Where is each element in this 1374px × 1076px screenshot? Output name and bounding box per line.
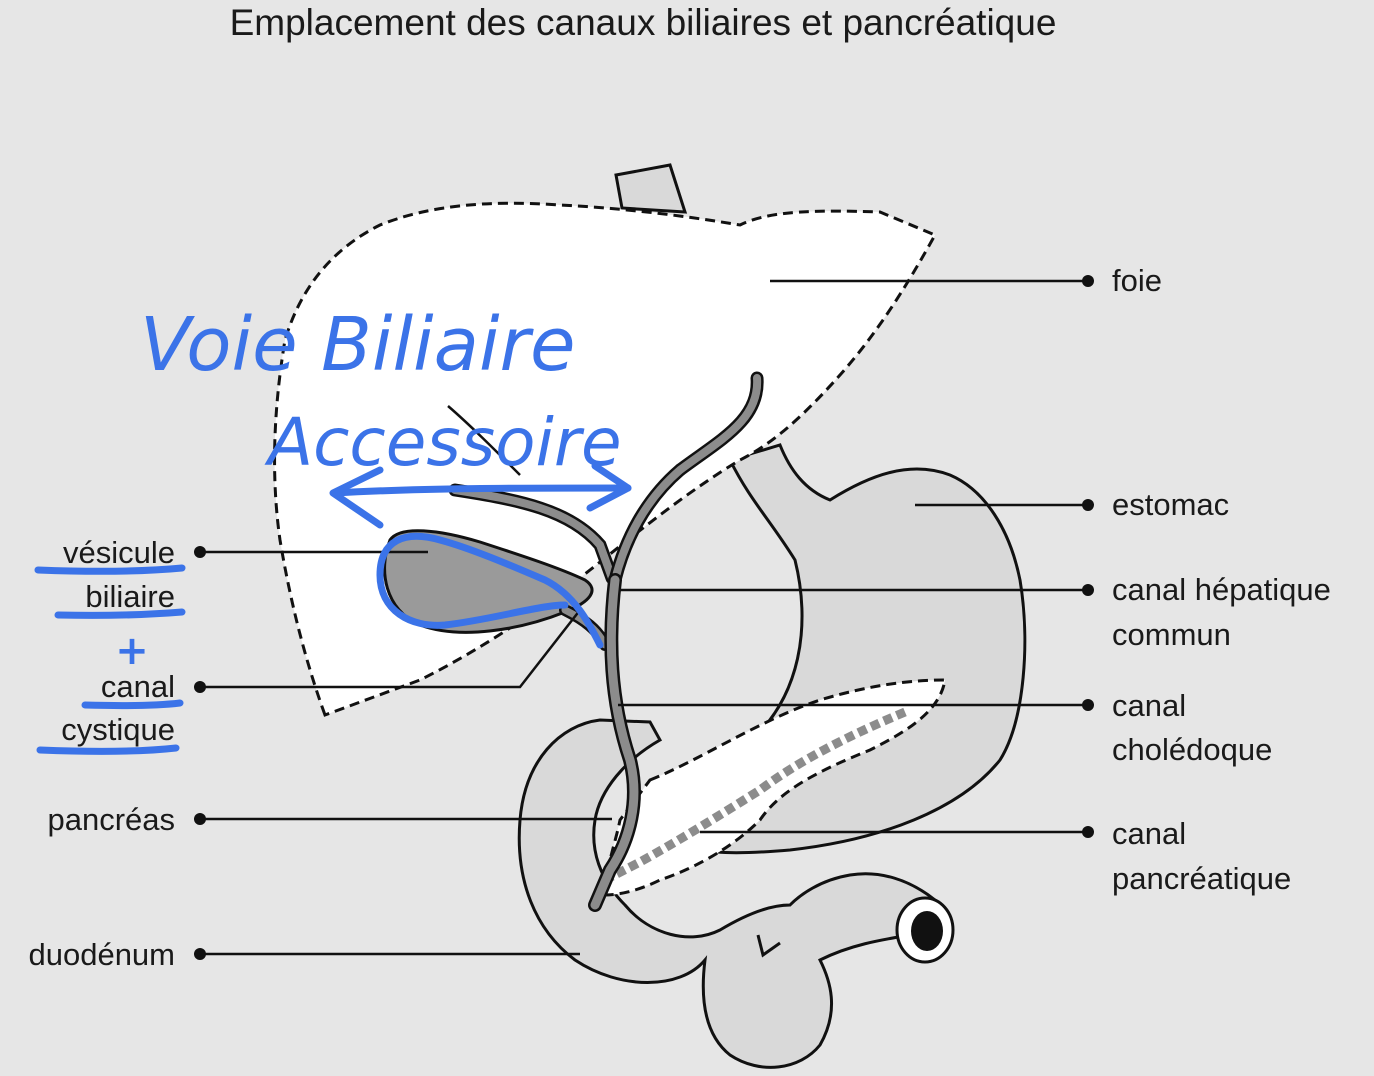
dot-canal-choledoque: [1082, 699, 1094, 711]
label-duodenum: duodénum: [28, 937, 175, 972]
duodenum-tick: [756, 934, 781, 958]
leader-dots: [194, 275, 1094, 960]
label-canal-cystique-1: canal: [101, 669, 175, 704]
dot-foie: [1082, 275, 1094, 287]
label-canal-pancreatique-2: pancréatique: [1112, 861, 1291, 896]
annotation-plus: +: [115, 628, 149, 674]
label-canal-hepatique-1: canal hépatique: [1112, 572, 1331, 607]
bile-ducts-left-fill: [611, 374, 762, 584]
esophagus: [614, 163, 688, 214]
underline-cystique: [36, 744, 180, 755]
underline-biliaire: [54, 608, 186, 619]
label-canal-choledoque-1: canal: [1112, 688, 1186, 723]
label-estomac: estomac: [1112, 487, 1229, 522]
dot-canal-pancreatique: [1082, 826, 1094, 838]
label-vesicule-1: vésicule: [63, 535, 175, 570]
diagram-title: Emplacement des canaux biliaires et panc…: [230, 2, 1057, 43]
label-canal-choledoque-2: cholédoque: [1112, 732, 1272, 767]
label-canal-hepatique-2: commun: [1112, 617, 1231, 652]
handwritten-annotation: Voie Biliaire Accessoire +: [34, 302, 632, 755]
label-underlines: [34, 564, 186, 755]
leader-lines: [200, 279, 1088, 956]
label-vesicule-2: biliaire: [85, 579, 175, 614]
label-canal-pancreatique-1: canal: [1112, 816, 1186, 851]
dot-pancreas: [194, 813, 206, 825]
bile-ducts-right-fill: [451, 486, 616, 582]
annotation-line1: Voie Biliaire: [140, 302, 575, 388]
underline-canal: [81, 699, 184, 710]
dot-canal-cystique: [194, 681, 206, 693]
intestine-lumen: [911, 911, 943, 951]
dot-canal-hepatique: [1082, 584, 1094, 596]
pancreatic-duct: [602, 707, 907, 885]
dot-estomac: [1082, 499, 1094, 511]
double-arrow: [329, 462, 632, 529]
underline-vesicule: [34, 564, 186, 575]
label-canal-cystique-2: cystique: [61, 712, 175, 747]
gallbladder-tracing: [376, 532, 604, 649]
annotation-line2: Accessoire: [264, 404, 622, 481]
common-bile-duct-fill: [590, 575, 639, 910]
dot-vesicule: [194, 546, 206, 558]
leader-canal-cystique: [200, 609, 581, 689]
label-pancreas: pancréas: [47, 802, 175, 837]
liver-inner-line: [447, 405, 521, 476]
label-foie: foie: [1112, 263, 1162, 298]
dot-duodenum: [194, 948, 206, 960]
